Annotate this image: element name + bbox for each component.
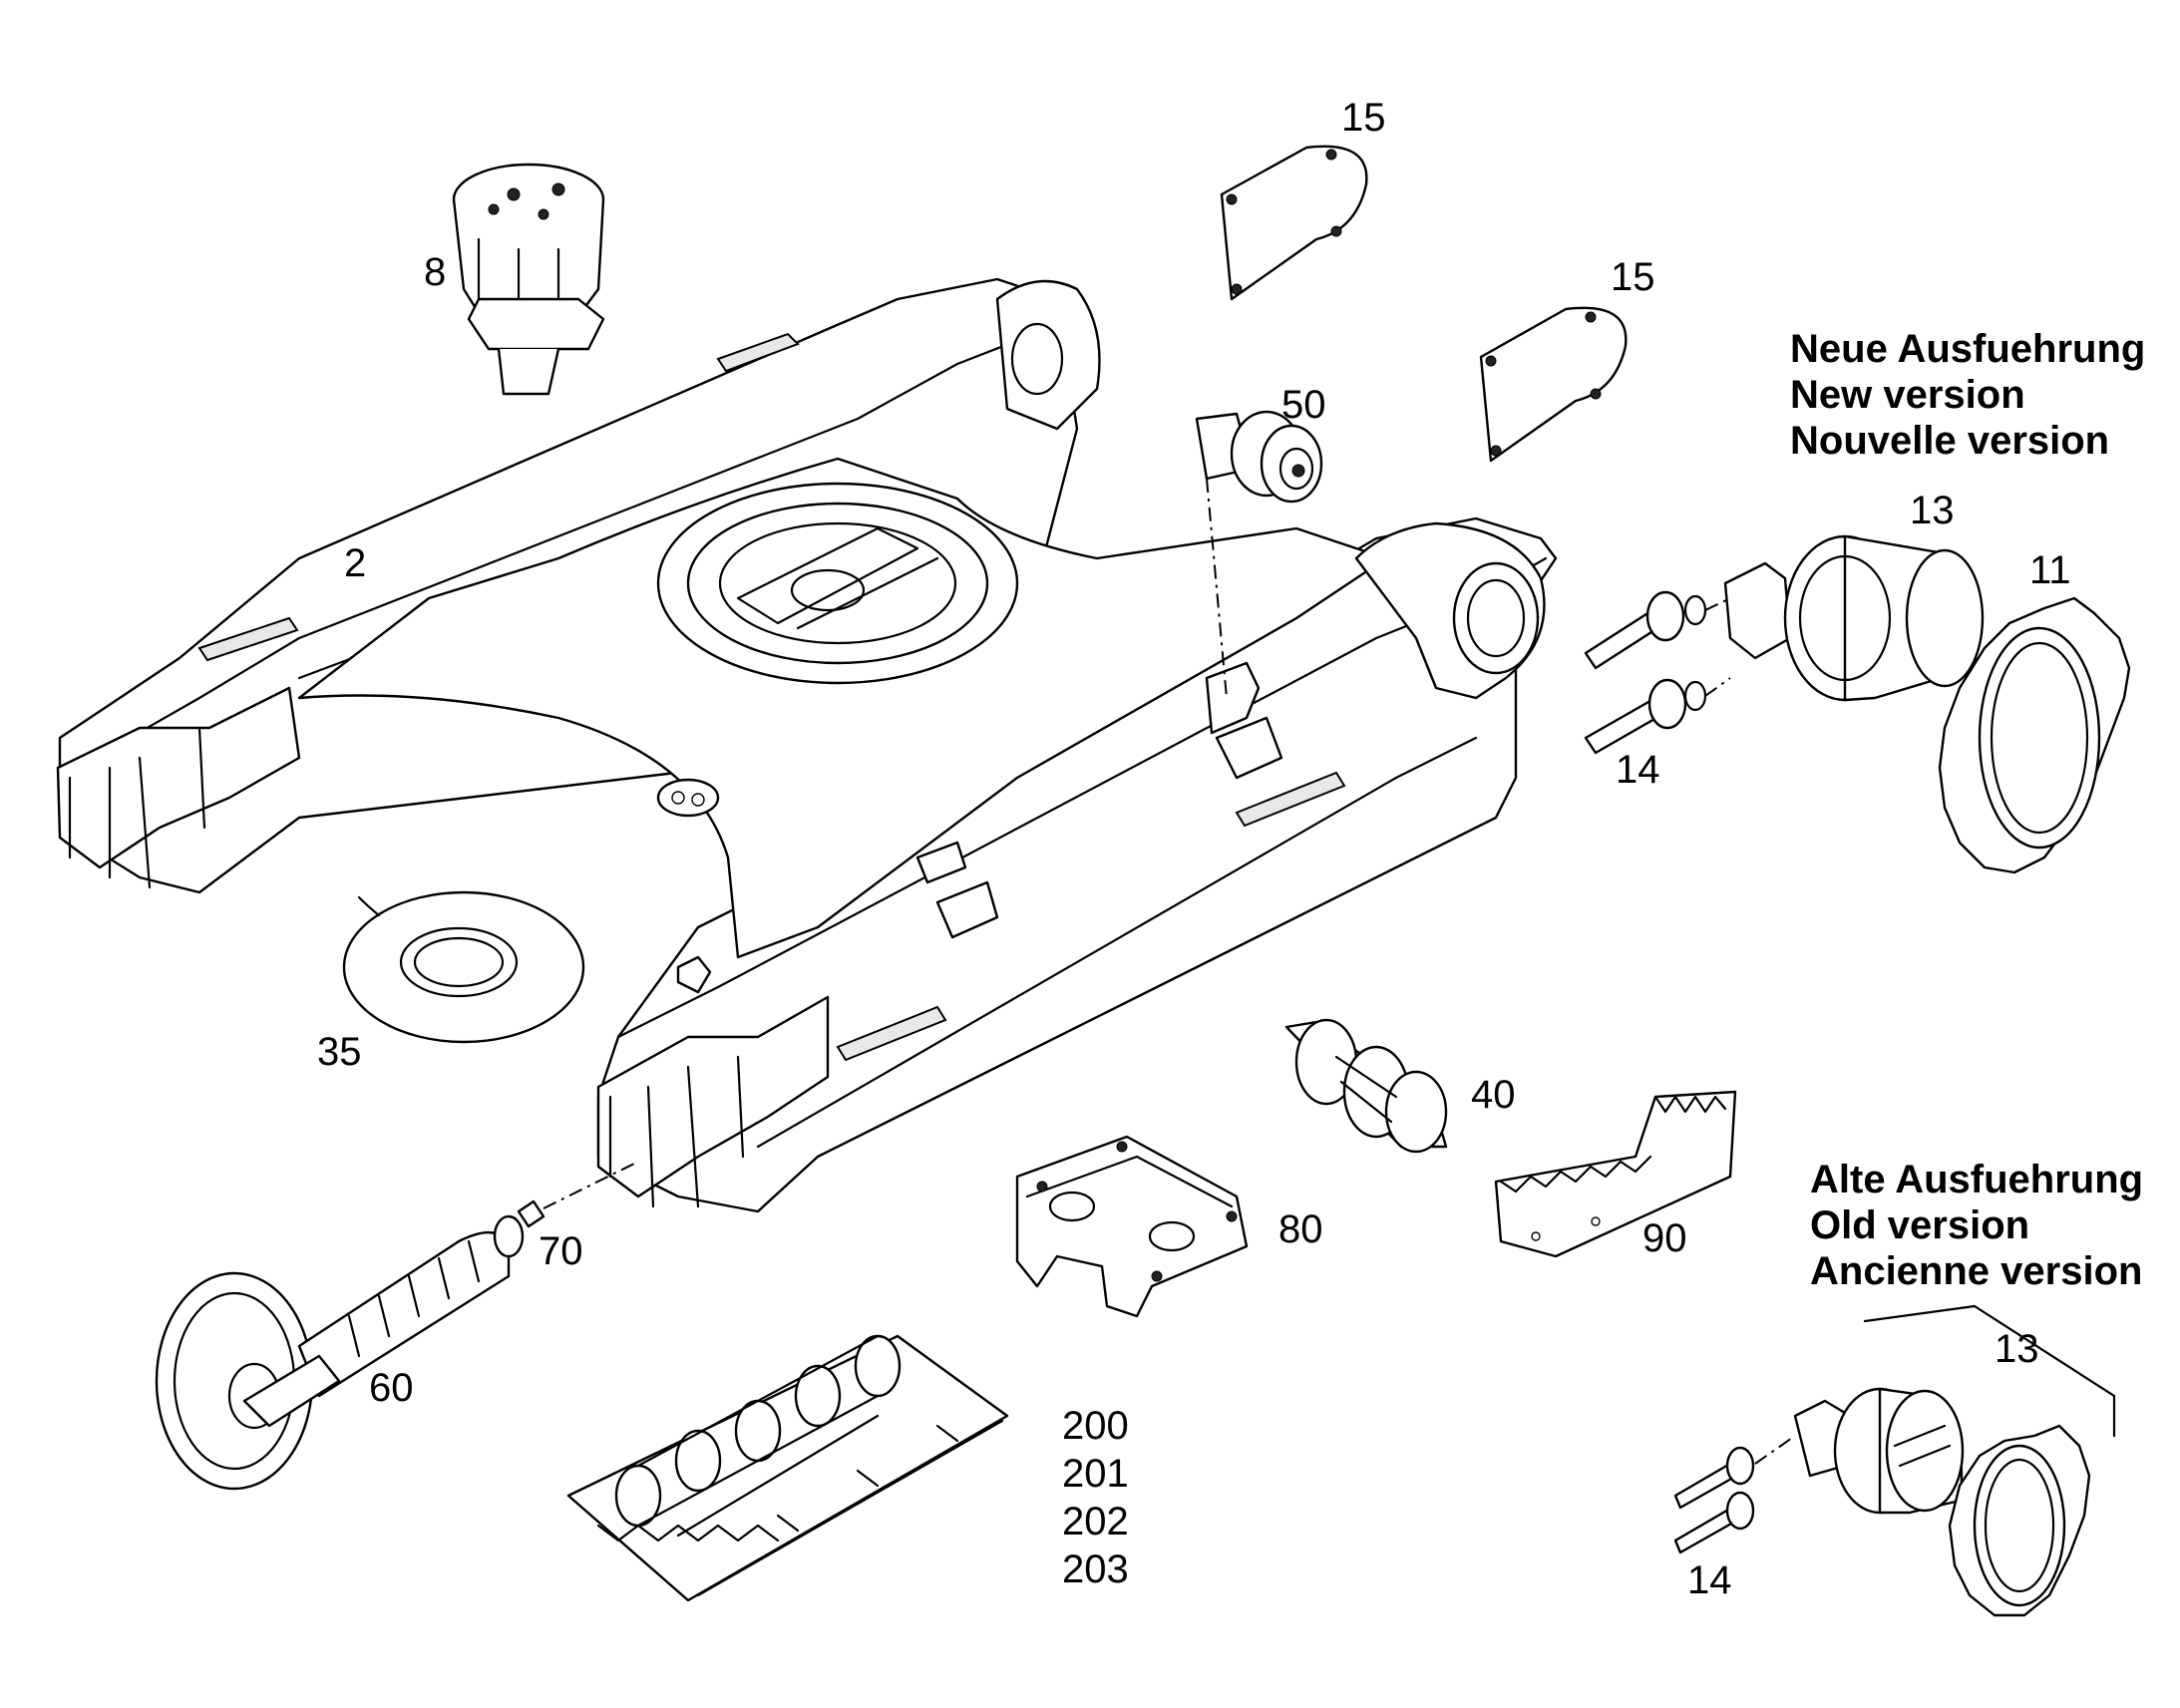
label-part-14-new: 14 [1616,748,1660,792]
label-part-201: 201 [1062,1452,1129,1496]
label-part-40: 40 [1471,1073,1516,1117]
label-part-8: 8 [424,250,447,294]
label-part-35: 35 [317,1030,362,1074]
label-part-203: 203 [1062,1547,1129,1591]
sprocket-old [1948,1424,2091,1617]
label-part-14-old: 14 [1687,1558,1732,1602]
travel-motor-new [1723,534,1985,702]
track-chain [566,1334,1009,1602]
label-part-15-b: 15 [1611,255,1655,299]
grease-nipple [517,1161,639,1228]
old-version-en: Old version [1810,1203,2030,1247]
cover-disc [342,890,585,1044]
old-version-fr: Ancienne version [1810,1249,2143,1293]
label-part-13-new: 13 [1910,489,1955,532]
cover-plate-15-a [1220,145,1368,301]
label-part-80: 80 [1278,1207,1323,1251]
label-part-60: 60 [369,1366,414,1410]
undercarriage-frame [56,277,1558,1213]
label-part-2: 2 [344,541,367,585]
label-part-50: 50 [1281,383,1326,427]
track-guard [1494,1090,1737,1258]
label-part-202: 202 [1062,1500,1129,1543]
label-part-13-old: 13 [1995,1327,2039,1371]
track-guide [1015,1135,1249,1318]
new-version-de: Neue Ausfuehrung [1790,327,2146,371]
label-part-11: 11 [2029,548,2071,592]
travel-motor-old [1793,1304,2116,1515]
bolts-old [1673,1435,1796,1554]
old-version-de: Alte Ausfuehrung [1810,1158,2144,1201]
new-version-caption: Neue Ausfuehrung New version Nouvelle ve… [1790,326,2145,464]
cover-plate-15-b [1479,306,1628,463]
carrier-roller [1195,410,1323,699]
idler-assembly [155,1214,525,1491]
label-part-90: 90 [1642,1216,1687,1260]
label-part-200: 200 [1062,1404,1129,1448]
rotary-joint [452,163,605,396]
new-version-fr: Nouvelle version [1790,419,2110,463]
label-part-15-a: 15 [1341,96,1386,140]
bolts-new [1584,590,1731,755]
label-part-70: 70 [539,1229,583,1273]
sprocket-new [1938,596,2131,874]
old-version-caption: Alte Ausfuehrung Old version Ancienne ve… [1810,1157,2143,1294]
track-roller [1284,1018,1448,1154]
new-version-en: New version [1790,373,2025,417]
